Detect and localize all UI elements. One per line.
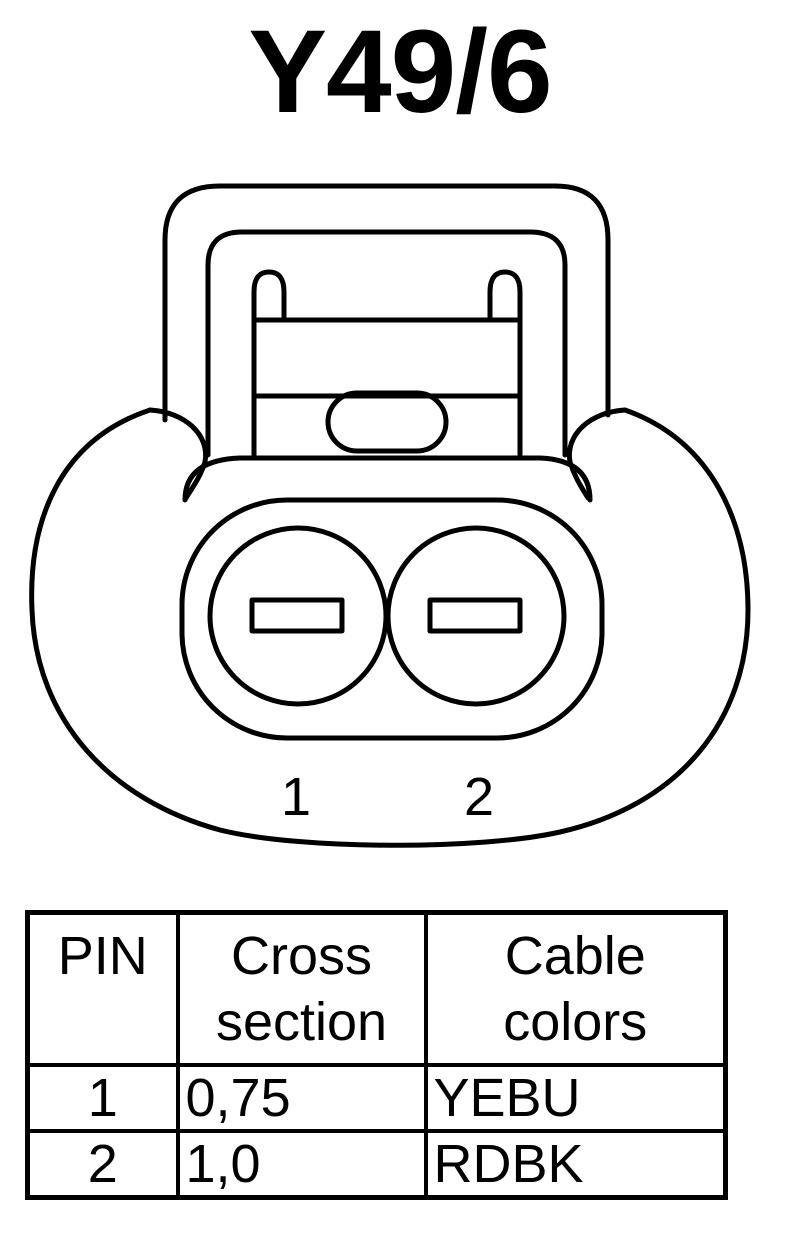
header-cross-section: Cross section	[175, 910, 428, 1067]
connector-title: Y49/6	[248, 6, 552, 138]
connector-diagram: 1 2	[29, 183, 751, 848]
latch-outer	[162, 183, 611, 423]
left-tab	[251, 269, 287, 458]
face-plate	[182, 455, 593, 503]
pin-1-terminal	[249, 597, 345, 634]
release-button	[325, 390, 449, 454]
right-tab	[487, 269, 523, 458]
cell-cross-section: 0,75	[175, 1063, 428, 1133]
pin-2-socket	[385, 525, 567, 707]
table-row: 2 1,0 RDBK	[25, 1129, 728, 1200]
cell-pin: 1	[25, 1063, 180, 1133]
left-shoulder-curl	[147, 407, 209, 501]
cell-pin: 2	[25, 1129, 180, 1200]
header-cable-colors-line-2: colors	[503, 992, 648, 1052]
right-shoulder-curl	[566, 407, 628, 501]
connector-housing-outline	[29, 407, 751, 848]
pin-label-1: 1	[281, 767, 311, 827]
cell-cross-section: 1,0	[175, 1129, 428, 1200]
cell-cable-color: YEBU	[423, 1063, 728, 1133]
latch-inner	[205, 229, 568, 458]
pin-2-terminal	[427, 597, 523, 634]
pin-cavity-surround	[179, 497, 605, 741]
pin-1-socket	[207, 525, 389, 707]
header-pin: PIN	[25, 910, 180, 1067]
header-cable-colors: Cable colors	[423, 910, 728, 1067]
pin-table: PIN Cross section Cable colors 1 0,75 YE…	[25, 910, 728, 1200]
pin-label-2: 2	[464, 767, 494, 827]
header-pin-label: PIN	[57, 926, 148, 986]
cell-cable-color: RDBK	[423, 1129, 728, 1200]
header-cross-section-line-2: section	[215, 992, 388, 1052]
pin-table-header-row: PIN Cross section Cable colors	[25, 910, 728, 1067]
header-cross-section-line-1: Cross	[230, 926, 372, 986]
table-row: 1 0,75 YEBU	[25, 1063, 728, 1133]
header-cable-colors-line-1: Cable	[504, 926, 646, 986]
